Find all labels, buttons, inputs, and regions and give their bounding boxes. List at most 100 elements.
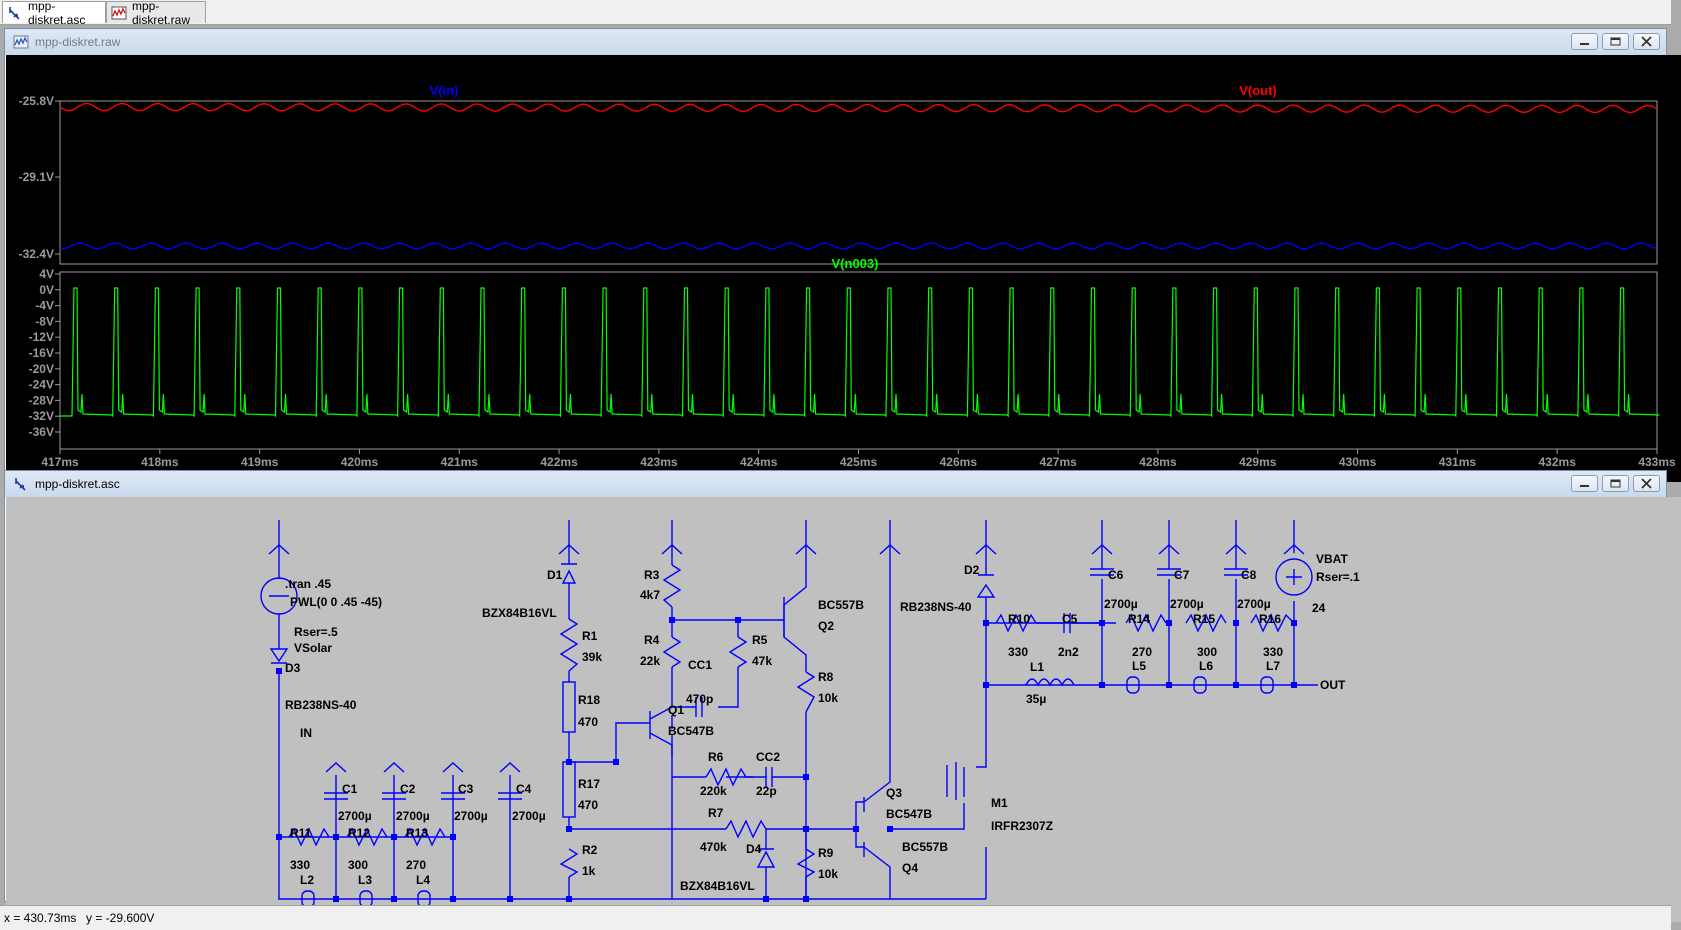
- vbat-name: VBAT: [1316, 552, 1348, 566]
- c6-name: C6: [1108, 568, 1124, 582]
- close-icon: [1641, 478, 1652, 489]
- q3-part: BC547B: [886, 807, 932, 821]
- y-tick: -29.1V: [19, 170, 54, 184]
- waveform-plot-area[interactable]: V(in) V(out) V(n003) -25.8V -29.1V -32.4…: [6, 55, 1681, 482]
- c1-name: C1: [342, 782, 358, 796]
- waveform-icon: [13, 35, 29, 49]
- minimize-icon: [1580, 485, 1589, 487]
- y-tick: -4V: [35, 299, 54, 313]
- trace-label-vn003[interactable]: V(n003): [832, 256, 879, 271]
- trace-vout[interactable]: [59, 102, 1657, 114]
- wires: [278, 520, 1318, 900]
- r9-name: R9: [818, 846, 834, 860]
- x-tick: 427ms: [1039, 455, 1077, 469]
- r12-name: R12: [348, 826, 370, 840]
- c4-name: C4: [516, 782, 532, 796]
- r5-value: 47k: [752, 654, 772, 668]
- net-label-in: IN: [300, 726, 312, 740]
- q4-part: BC557B: [902, 840, 948, 854]
- x-tick: 424ms: [740, 455, 778, 469]
- trace-label-vin[interactable]: V(in): [430, 83, 459, 98]
- r15-value: 300: [1197, 645, 1217, 659]
- c8-value: 2700µ: [1237, 597, 1271, 611]
- schematic-drawing[interactable]: .tran .45 PWL(0 0 .45 -45) Rser=.5 VSola…: [6, 497, 1667, 908]
- y-tick: 4V: [39, 267, 54, 281]
- tab-waveform-label: mpp-diskret.raw: [132, 0, 191, 27]
- r3-name: R3: [644, 568, 660, 582]
- capacitors: [324, 568, 1248, 800]
- d4-name: D4: [746, 842, 762, 856]
- trace-vn003[interactable]: [60, 287, 1661, 418]
- r7-name: R7: [708, 806, 724, 820]
- minimize-icon: [1580, 43, 1589, 45]
- tab-waveform[interactable]: mpp-diskret.raw: [106, 0, 206, 27]
- r11-name: R11: [290, 826, 312, 840]
- tran-directive[interactable]: .tran .45: [285, 577, 331, 591]
- schematic-window-title: mpp-diskret.asc: [35, 477, 120, 491]
- c2-name: C2: [400, 782, 416, 796]
- x-tick: 428ms: [1139, 455, 1177, 469]
- y-tick: 0V: [39, 283, 54, 297]
- c8-name: C8: [1241, 568, 1257, 582]
- x-tick: 417ms: [41, 455, 79, 469]
- cc2-name: CC2: [756, 750, 780, 764]
- schematic-icon: [9, 6, 20, 20]
- cursor-x-readout: x = 430.73ms: [4, 911, 77, 925]
- r17-name: R17: [578, 777, 600, 791]
- restore-button[interactable]: [1602, 475, 1629, 492]
- minimize-button[interactable]: [1571, 33, 1598, 50]
- c5-value: 2n2: [1058, 645, 1079, 659]
- schematic-window-titlebar[interactable]: mpp-diskret.asc: [5, 471, 1666, 497]
- y-tick: -28V: [29, 393, 54, 407]
- minimize-button[interactable]: [1571, 475, 1598, 492]
- c6-value: 2700µ: [1104, 597, 1138, 611]
- r3-value: 4k7: [640, 588, 660, 602]
- y-tick: -32V: [29, 409, 54, 423]
- x-tick: 421ms: [441, 455, 479, 469]
- r2-name: R2: [582, 843, 598, 857]
- y-tick: -20V: [29, 362, 54, 376]
- close-button[interactable]: [1633, 33, 1660, 50]
- y-tick: -12V: [29, 330, 54, 344]
- r16-name: R16: [1259, 612, 1281, 626]
- x-tick: 430ms: [1339, 455, 1377, 469]
- l7-name: L7: [1266, 659, 1280, 673]
- r2-value: 1k: [582, 864, 596, 878]
- q3-name: Q3: [886, 786, 902, 800]
- r7-value: 470k: [700, 840, 727, 854]
- vsolar-name: VSolar: [294, 641, 332, 655]
- c2-value: 2700µ: [396, 809, 430, 823]
- r13-name: R13: [406, 826, 428, 840]
- waveform-plot[interactable]: V(in) V(out) V(n003) -25.8V -29.1V -32.4…: [6, 55, 1676, 483]
- x-tick: 423ms: [640, 455, 678, 469]
- tab-schematic[interactable]: mpp-diskret.asc: [2, 0, 106, 27]
- resistors: [288, 564, 1295, 878]
- y-tick: -32.4V: [19, 247, 54, 261]
- schematic-canvas[interactable]: .tran .45 PWL(0 0 .45 -45) Rser=.5 VSola…: [6, 497, 1681, 922]
- r13-value: 270: [406, 858, 426, 872]
- waveform-window: mpp-diskret.raw V(in) V(out) V(n003) -25…: [4, 28, 1681, 484]
- c5-name: C5: [1062, 612, 1078, 626]
- trace-vin[interactable]: [59, 242, 1657, 250]
- r15-name: R15: [1193, 612, 1215, 626]
- cc2-value: 22p: [756, 784, 777, 798]
- r6-name: R6: [708, 750, 724, 764]
- close-button[interactable]: [1633, 475, 1660, 492]
- r8-name: R8: [818, 670, 834, 684]
- trace-label-vout[interactable]: V(out): [1239, 83, 1277, 98]
- d2-part: RB238NS-40: [900, 600, 972, 614]
- restore-button[interactable]: [1602, 33, 1629, 50]
- d3-name: D3: [285, 661, 301, 675]
- y-tick: -16V: [29, 346, 54, 360]
- x-tick: 418ms: [141, 455, 179, 469]
- cursor-y-readout: y = -29.600V: [86, 911, 155, 925]
- l3-name: L3: [358, 873, 372, 887]
- waveform-window-titlebar[interactable]: mpp-diskret.raw: [5, 29, 1666, 55]
- r9-value: 10k: [818, 867, 838, 881]
- r6-value: 220k: [700, 784, 727, 798]
- r1-name: R1: [582, 629, 598, 643]
- m1-part: IRFR2307Z: [991, 819, 1053, 833]
- q2-name: Q2: [818, 619, 834, 633]
